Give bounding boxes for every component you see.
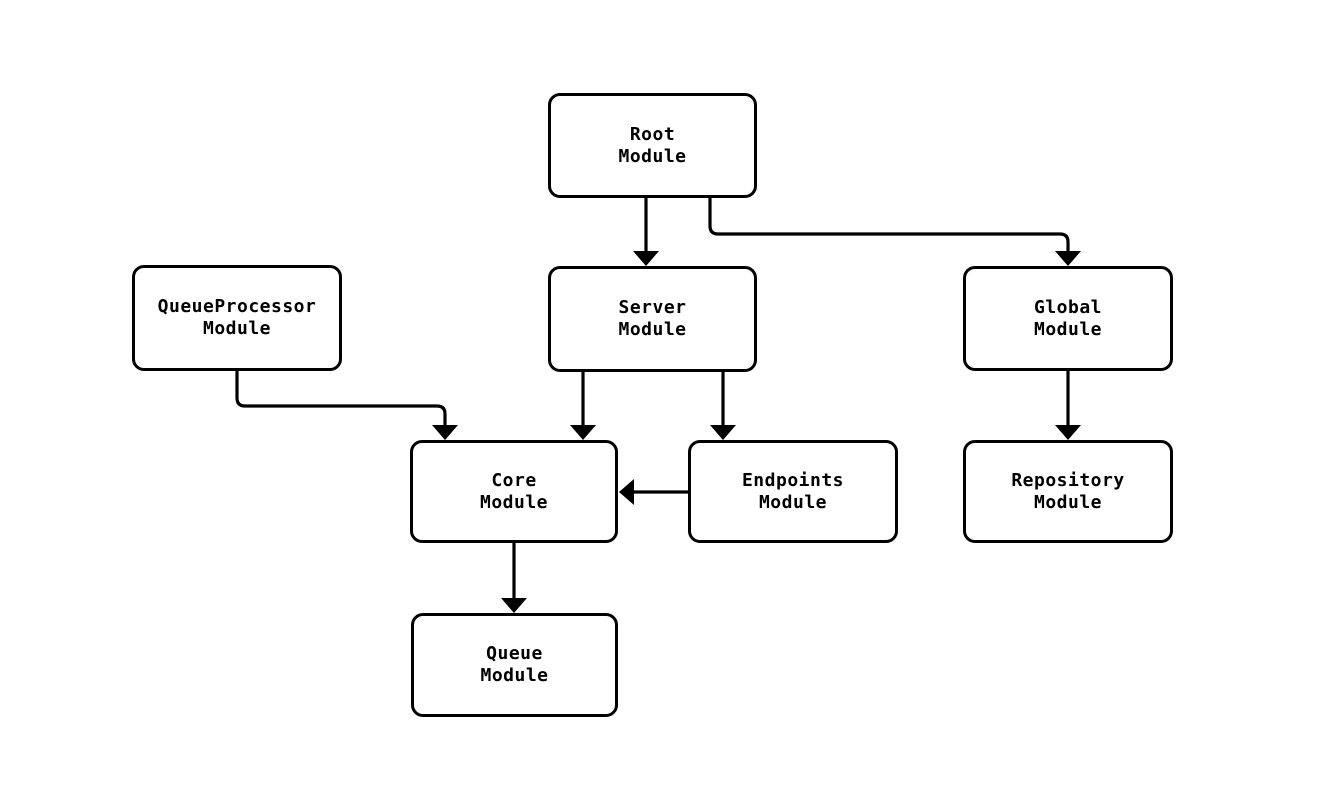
node-queue-module-label: Queue Module [480, 643, 549, 686]
node-root-module: Root Module [548, 93, 757, 198]
edge-global-to-repository [1055, 371, 1081, 440]
node-repository-module-label: Repository Module [1011, 469, 1125, 513]
edge-server-to-core [570, 372, 596, 440]
edge-queueprocessor-to-core [235, 371, 458, 440]
node-queueprocessor-module: QueueProcessor Module [132, 265, 342, 371]
edge-root-to-global [708, 198, 1081, 266]
node-endpoints-module: Endpoints Module [688, 440, 898, 543]
node-endpoints-module-label: Endpoints Module [741, 469, 845, 513]
node-queue-module: Queue Module [411, 613, 618, 717]
edge-core-to-queue [501, 543, 527, 613]
node-queueprocessor-module-label: QueueProcessor Module [157, 296, 317, 339]
edge-server-to-endpoints [710, 372, 736, 440]
node-server-module: Server Module [548, 266, 757, 372]
node-root-module-label: Root Module [618, 123, 687, 167]
node-server-module-label: Server Module [618, 297, 687, 340]
node-core-module-label: Core Module [479, 469, 549, 513]
edge-root-to-server [633, 198, 659, 266]
node-core-module: Core Module [410, 440, 618, 543]
node-repository-module: Repository Module [963, 440, 1173, 543]
edge-endpoints-to-core [619, 479, 688, 505]
node-global-module: Global Module [963, 266, 1173, 371]
node-global-module-label: Global Module [1033, 296, 1103, 340]
